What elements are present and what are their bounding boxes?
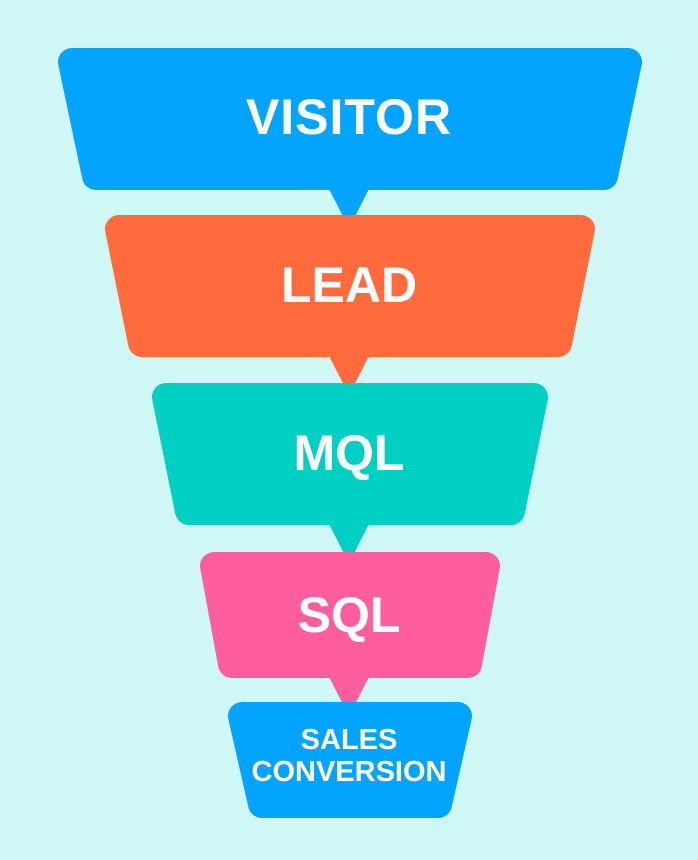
stage-box-sql: [200, 552, 500, 678]
stage-pointer-lead: [327, 352, 371, 395]
stage-label-visitor: VISITOR: [245, 89, 453, 145]
stage-label-mql: MQL: [293, 425, 405, 481]
stage-label-lead: LEAD: [280, 257, 418, 313]
stage-box-visitor: [58, 48, 642, 190]
stage-box-mql: [152, 383, 548, 525]
stage-box-sales-conversion: [228, 702, 472, 818]
stage-pointer-sql: [327, 673, 371, 716]
stage-pointer-visitor: [327, 185, 371, 228]
stage-pointer-mql: [327, 520, 371, 563]
stage-label-sales: SALES: [300, 724, 398, 756]
stage-box-lead: [105, 215, 595, 357]
stage-label-sql: SQL: [297, 587, 401, 643]
stage-label-conversion: CONVERSION: [251, 756, 447, 788]
